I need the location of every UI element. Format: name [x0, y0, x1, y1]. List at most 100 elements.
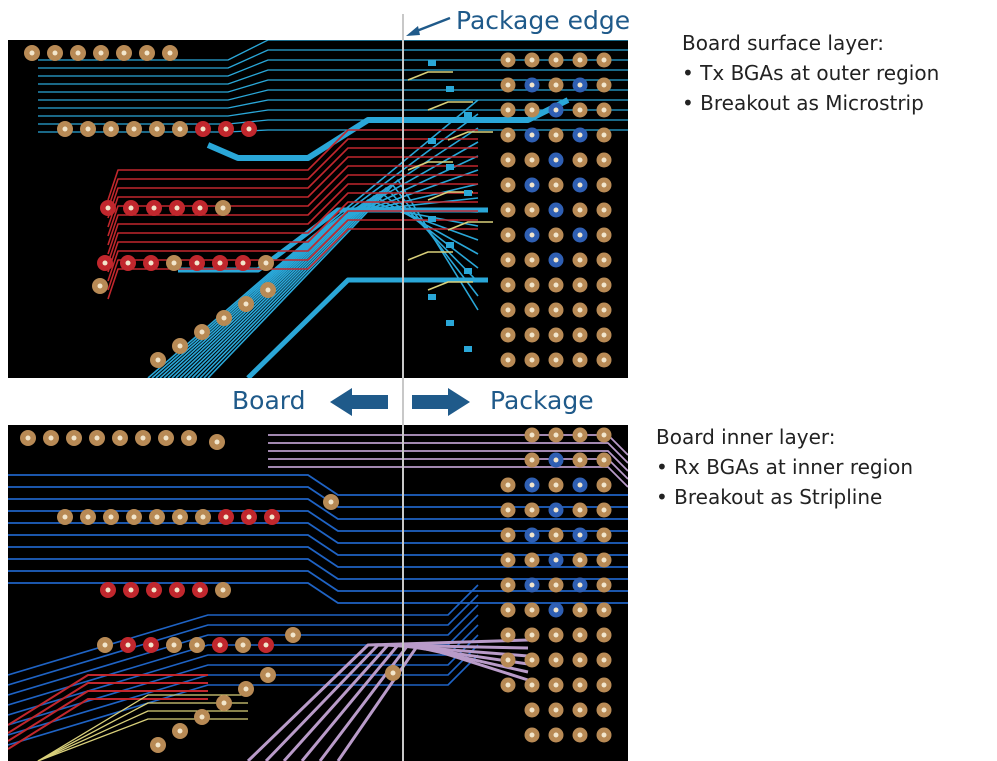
bga-pad-drill [75, 50, 81, 56]
pcb-trace [8, 546, 628, 568]
pcb-trace [447, 131, 493, 141]
bga-pad-drill [601, 607, 607, 613]
bga-pad-drill [29, 50, 35, 56]
surface-layer-title: Board surface layer: [682, 31, 884, 55]
bga-pad-drill [505, 232, 511, 238]
bga-pad-drill [577, 332, 583, 338]
bga-pad-drill [577, 57, 583, 63]
surface-layer-artwork [24, 40, 628, 378]
bga-pad-drill [197, 587, 203, 593]
bga-pad-drill [577, 132, 583, 138]
bga-pad-drill [221, 700, 227, 706]
bga-pad-drill [601, 232, 607, 238]
bga-pad-drill [105, 587, 111, 593]
via-land [428, 138, 436, 144]
bga-pad-drill [167, 50, 173, 56]
bga-pad-drill [140, 435, 146, 441]
bga-pad-drill [553, 607, 559, 613]
bga-pad-drill [214, 439, 220, 445]
bga-pad-drill [577, 532, 583, 538]
bga-pad-drill [148, 642, 154, 648]
bga-pad-drill [220, 205, 226, 211]
bga-pad-drill [505, 182, 511, 188]
bga-pad-drill [553, 307, 559, 313]
bga-pad-drill [553, 682, 559, 688]
arrow-left-icon [406, 16, 451, 36]
bga-pad-drill [246, 514, 252, 520]
bga-pad-drill [529, 457, 535, 463]
pcb-trace [107, 210, 478, 282]
bga-pad-drill [577, 657, 583, 663]
bga-pad-drill [577, 557, 583, 563]
pcb-trace [107, 183, 478, 255]
bga-pad-drill [505, 107, 511, 113]
bga-pad-drill [553, 257, 559, 263]
bga-pad-drill [102, 260, 108, 266]
bga-pad-drill [601, 357, 607, 363]
pcb-trace [8, 604, 479, 696]
bga-pad-drill [553, 82, 559, 88]
pcb-trace [107, 129, 478, 201]
bga-pad-drill [529, 157, 535, 163]
package-edge-label: Package edge [456, 6, 631, 35]
bga-pad-drill [200, 514, 206, 520]
bga-pad-drill [163, 435, 169, 441]
bga-pad-drill [263, 642, 269, 648]
bga-pad-drill [154, 126, 160, 132]
bga-pad-drill [199, 714, 205, 720]
bga-pad-drill [197, 205, 203, 211]
bga-pad-drill [265, 672, 271, 678]
surface-bullet-2: Breakout as Microstrip [682, 88, 939, 118]
bga-pad-drill [529, 332, 535, 338]
pcb-trace [107, 201, 478, 273]
arrow-left-icon [330, 388, 388, 416]
bga-pad-drill [577, 632, 583, 638]
bga-pad-drill [52, 50, 58, 56]
bga-pad-drill [577, 482, 583, 488]
via-land [464, 346, 472, 352]
bga-pad-drill [505, 682, 511, 688]
bga-pad-drill [505, 532, 511, 538]
bga-pad-drill [221, 315, 227, 321]
bga-pad-drill [577, 457, 583, 463]
pcb-trace [107, 165, 478, 237]
bga-pad-drill [131, 126, 137, 132]
pcb-trace [8, 570, 628, 592]
bga-pad-drill [62, 514, 68, 520]
bga-pad-drill [108, 514, 114, 520]
bga-pad-drill [217, 260, 223, 266]
bga-pad-drill [529, 582, 535, 588]
bga-pad-drill [553, 632, 559, 638]
pcb-trace [8, 690, 208, 742]
pcb-trace [107, 192, 478, 264]
pcb-trace [8, 682, 208, 734]
pcb-trace [207, 179, 479, 378]
bga-pad-drill [171, 642, 177, 648]
bga-pad-drill [577, 707, 583, 713]
bga-pad-drill [529, 182, 535, 188]
bga-pad-drill [71, 435, 77, 441]
bga-pad-drill [601, 732, 607, 738]
inner-layer-pcb-view [8, 425, 628, 761]
bga-pad-drill [144, 50, 150, 56]
bga-pad-drill [601, 207, 607, 213]
bga-pad-drill [155, 742, 161, 748]
via-land [446, 320, 454, 326]
bga-pad-drill [601, 82, 607, 88]
bga-pad-drill [529, 232, 535, 238]
inner-bullet-1: Rx BGAs at inner region [656, 452, 913, 482]
inner-bullet-2: Breakout as Stripline [656, 482, 913, 512]
pcb-trace [268, 466, 628, 488]
bga-pad-drill [553, 57, 559, 63]
bga-pad-drill [85, 514, 91, 520]
pcb-trace [37, 718, 248, 761]
pcb-trace [318, 643, 529, 761]
bga-pad-drill [223, 514, 229, 520]
bga-pad-drill [553, 482, 559, 488]
surface-layer-pcb-view [8, 40, 628, 378]
bga-pad-drill [553, 182, 559, 188]
bga-pad-drill [263, 260, 269, 266]
pcb-trace [8, 624, 479, 716]
pcb-trace [264, 643, 529, 761]
bga-pad-drill [194, 260, 200, 266]
